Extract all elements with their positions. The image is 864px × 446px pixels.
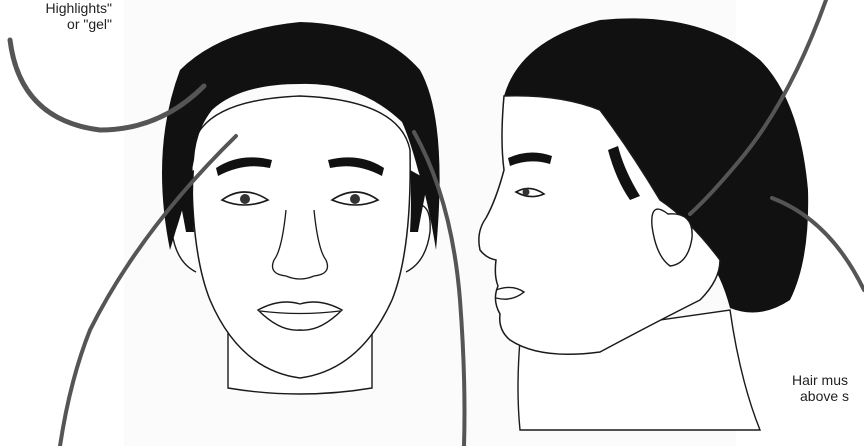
highlights-label: Highlights" or "gel"	[0, 0, 112, 32]
front-right-pupil	[350, 194, 360, 204]
hair-length-label: Hair mus above s	[792, 372, 849, 404]
hair-length-label-line1: Hair mus	[792, 372, 849, 388]
highlights-label-line2: or "gel"	[0, 16, 112, 32]
side-pupil	[523, 189, 530, 196]
highlights-label-line1: Highlights"	[0, 0, 112, 16]
hair-length-label-line2: above s	[792, 388, 849, 404]
front-left-pupil	[240, 194, 250, 204]
side-view-head	[479, 18, 808, 430]
